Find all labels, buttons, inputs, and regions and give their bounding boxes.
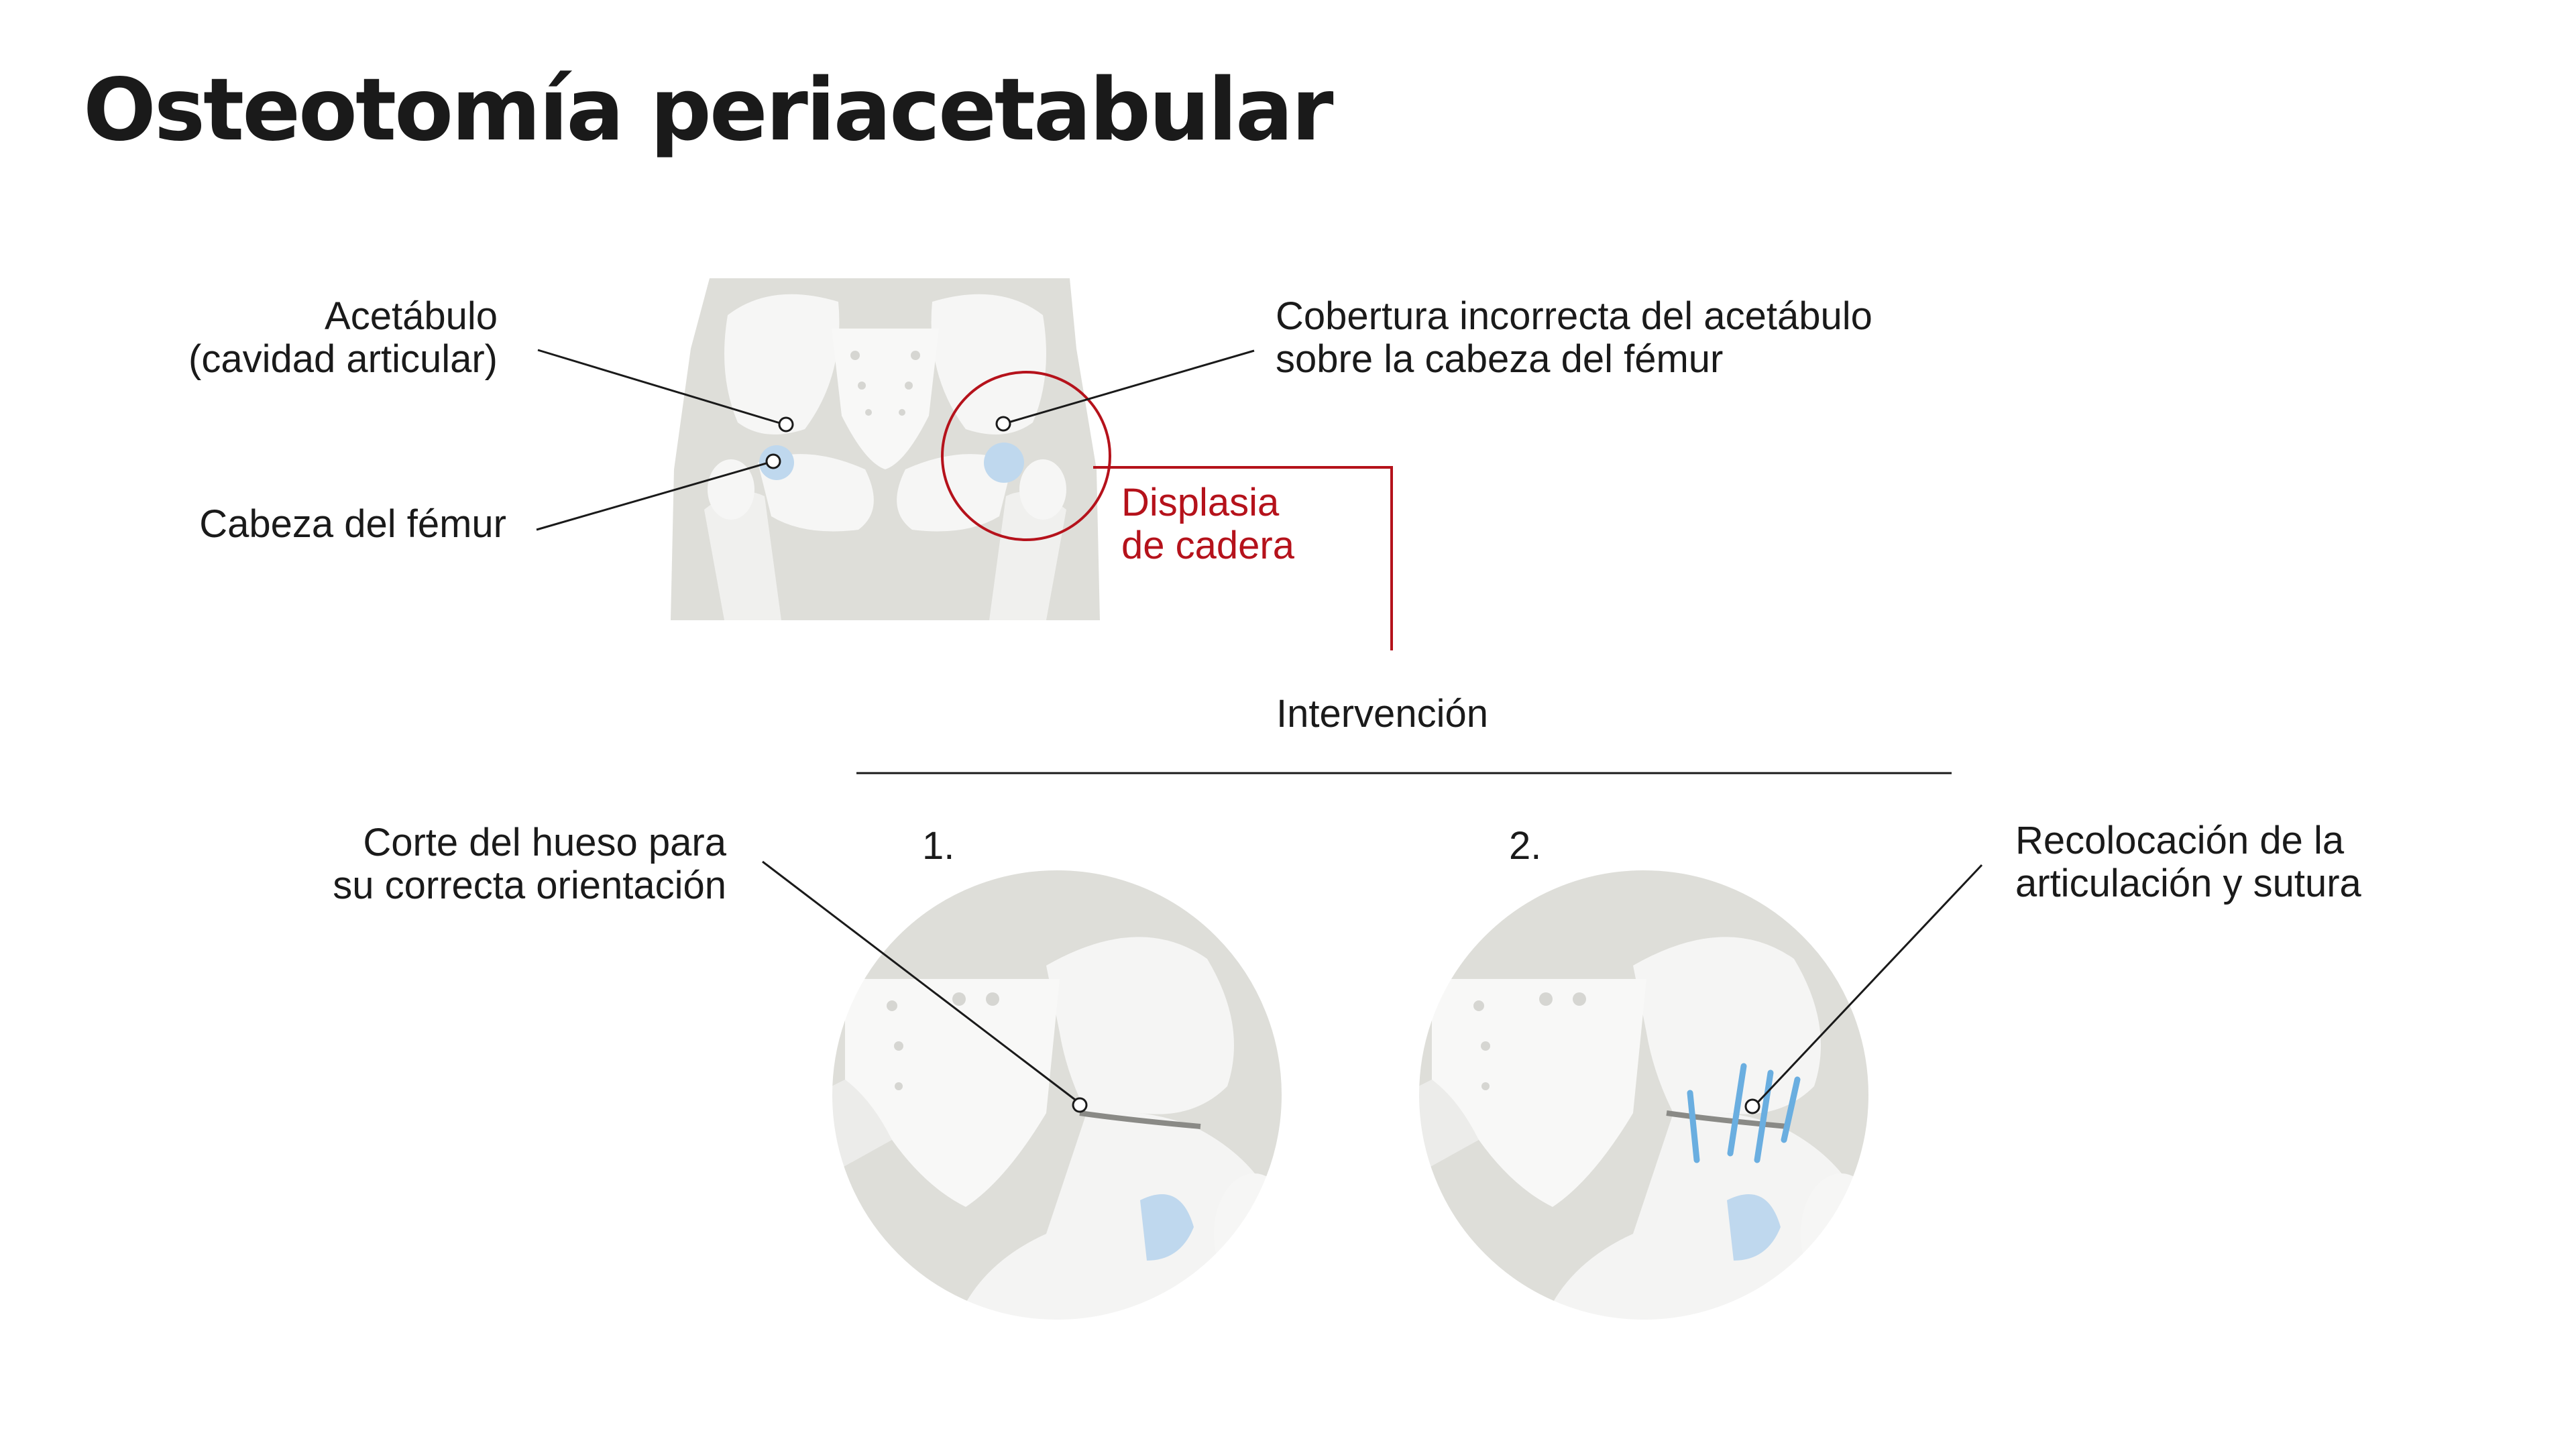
label-intervencion: Intervención (1276, 692, 1488, 736)
label-cobertura: Cobertura incorrecta del acetábulo sobre… (1276, 294, 1872, 381)
page-title: Osteotomía periacetabular (83, 60, 1333, 160)
step2-illustration (1418, 870, 1869, 1320)
leader-cabeza-femur (536, 461, 769, 531)
pelvis-overview (671, 278, 1100, 620)
marker-cabeza-femur (765, 453, 781, 469)
marker-acetabulo (778, 416, 794, 432)
label-recolocacion: Recolocación de la articulación y sutura (2015, 819, 2361, 905)
leader-recolocacion (1756, 864, 1983, 1104)
dysplasia-connector (1093, 466, 1393, 650)
label-displasia: Displasia de cadera (1121, 481, 1294, 567)
step1-illustration (832, 870, 1282, 1320)
dysplasia-highlight (941, 371, 1111, 541)
leader-acetabulo (537, 349, 781, 424)
label-cabeza-femur: Cabeza del fémur (199, 502, 506, 546)
label-acetabulo: Acetábulo (cavidad articular) (188, 294, 498, 381)
leader-cobertura (1005, 349, 1255, 424)
label-corte: Corte del hueso para su correcta orienta… (333, 821, 726, 907)
marker-cobertura (995, 416, 1011, 432)
marker-corte (1072, 1097, 1088, 1113)
label-step-2: 2. (1509, 824, 1542, 868)
label-step-1: 1. (922, 824, 955, 868)
leader-corte (762, 860, 1076, 1101)
marker-recolocacion (1744, 1098, 1760, 1114)
